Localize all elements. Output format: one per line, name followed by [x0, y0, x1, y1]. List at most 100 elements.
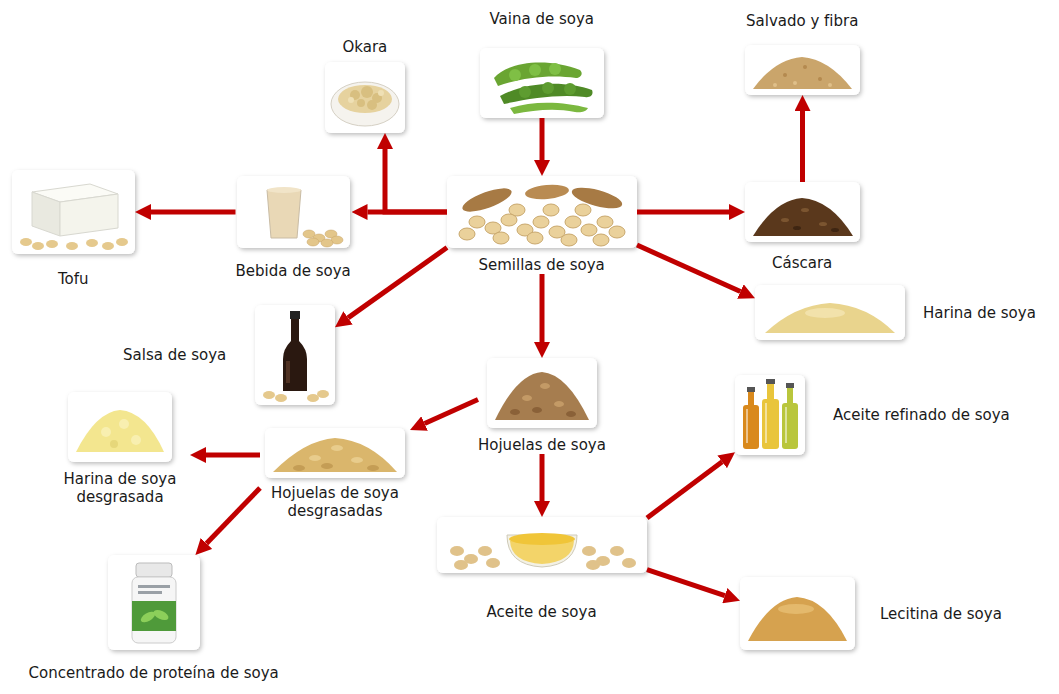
lecithin-photo: [748, 597, 847, 641]
product-node: Lecitina de soya: [740, 577, 1002, 650]
oil-bottles-photo: [786, 383, 794, 388]
okara-photo: [348, 97, 354, 103]
caption-block: Lecitina de soya: [880, 605, 1002, 623]
caption-block: Aceite refinado de soya: [833, 406, 1010, 424]
protein-bottle-photo: [138, 591, 162, 594]
protein-bottle-photo: [138, 585, 170, 588]
soybeans-photo: [609, 226, 625, 238]
flakes-photo: [487, 358, 597, 428]
soybeans-photo: [533, 216, 549, 228]
photo-frame: [735, 375, 805, 455]
oil-bottles-photo: [735, 375, 805, 455]
caption-block: Aceite de soya: [487, 603, 597, 621]
defatted-flour-photo: [68, 392, 172, 462]
product-label: Salsa de soya: [123, 346, 226, 364]
oil-bottles-photo: [785, 407, 787, 443]
product-label: Bebida de soya: [236, 262, 351, 280]
bran-photo: [793, 81, 797, 85]
caption-block: Semillas de soya: [479, 256, 605, 274]
photo-frame: [755, 285, 905, 340]
hull-photo: [745, 182, 860, 242]
flakes-photo: [532, 407, 542, 413]
soybeans-photo: [565, 216, 581, 228]
flow-arrow: [637, 210, 729, 215]
soy-sauce-photo: [255, 305, 335, 405]
photo-frame: [437, 517, 647, 573]
oil-bowl-photo: [586, 560, 600, 570]
caption-block: Concentrado de proteína de soya: [29, 664, 279, 682]
product-node: Salsa de soya: [123, 305, 335, 405]
pod-photo: [549, 63, 561, 75]
pod-photo: [529, 64, 541, 76]
soybeans-photo: [447, 176, 637, 248]
oil-bowl-photo: [610, 546, 624, 556]
pod-photo: [542, 82, 554, 94]
okara-photo: [357, 99, 365, 107]
flow-arrow: [348, 248, 447, 318]
soybeans-photo: [543, 204, 559, 216]
product-node: Bebida de soya: [236, 176, 352, 280]
defatted-flour-photo: [131, 435, 141, 445]
protein-bottle-photo: [132, 601, 176, 631]
oil-bottles-photo: [735, 375, 805, 455]
bran-photo: [745, 45, 860, 95]
oil-bottles-photo: [782, 403, 798, 449]
product-label: Lecitina de soya: [880, 605, 1002, 623]
photo-frame: [12, 170, 135, 254]
tofu-photo: [66, 242, 78, 250]
flakes-photo: [522, 395, 532, 401]
soybeans-photo: [575, 204, 591, 216]
oil-bottles-photo: [743, 405, 759, 449]
defatted-flakes-photo: [309, 455, 321, 461]
protein-bottle-photo: [108, 555, 200, 650]
product-label: Vaina de soya: [490, 10, 595, 28]
product-node: Hojuelas de soya desgrasadas: [260, 428, 410, 520]
flakes-photo: [487, 358, 597, 428]
soybeans-photo: [501, 214, 517, 226]
oil-bowl-photo: [437, 517, 647, 573]
lecithin-photo: [740, 577, 855, 650]
bran-photo: [818, 77, 822, 81]
flakes-photo: [495, 372, 589, 420]
soybeans-photo: [460, 184, 514, 217]
caption-block: Tofu: [58, 270, 89, 288]
soy-drink-photo: [321, 239, 333, 247]
oil-bottles-photo: [767, 383, 774, 399]
soy-sauce-photo: [286, 361, 290, 383]
product-node: Concentrado de proteína de soya: [29, 555, 280, 682]
soy-sauce-photo: [291, 319, 299, 341]
pod-photo: [510, 103, 588, 114]
product-node: Semillas de soya: [447, 176, 637, 274]
oil-bottles-photo: [765, 403, 767, 443]
soy-drink-photo: [267, 190, 301, 238]
product-node: Hojuelas de soya: [478, 358, 606, 454]
caption-block: Cáscara: [772, 254, 832, 272]
oil-bottles-photo: [787, 387, 793, 403]
flow-arrow: [206, 488, 260, 544]
pod-photo: [480, 48, 604, 118]
product-label: Concentrado de proteína de soya: [29, 664, 279, 682]
lecithin-photo: [740, 577, 855, 650]
defatted-flakes-photo: [265, 428, 405, 478]
photo-frame: [480, 48, 604, 118]
caption-block: Vaina de soya: [490, 10, 595, 28]
product-node: Vaina de soya: [480, 10, 604, 118]
caption-block: Hojuelas de soya: [478, 436, 606, 454]
soybeans-photo: [459, 228, 475, 240]
photo-frame: [265, 428, 405, 478]
oil-bottles-photo: [747, 387, 755, 392]
tofu-photo: [86, 239, 98, 247]
flour-photo: [755, 285, 905, 340]
oil-bottles-photo: [746, 409, 748, 443]
okara-photo: [367, 100, 377, 110]
flakes-photo: [540, 383, 550, 389]
soybeans-photo: [561, 234, 577, 246]
oil-bowl-photo: [486, 558, 500, 568]
product-node: Okara: [325, 38, 405, 133]
tofu-photo: [116, 238, 128, 246]
photo-frame: [740, 577, 855, 650]
bran-photo: [803, 65, 807, 69]
soy-sauce-photo: [307, 394, 319, 402]
pod-photo: [509, 69, 521, 81]
